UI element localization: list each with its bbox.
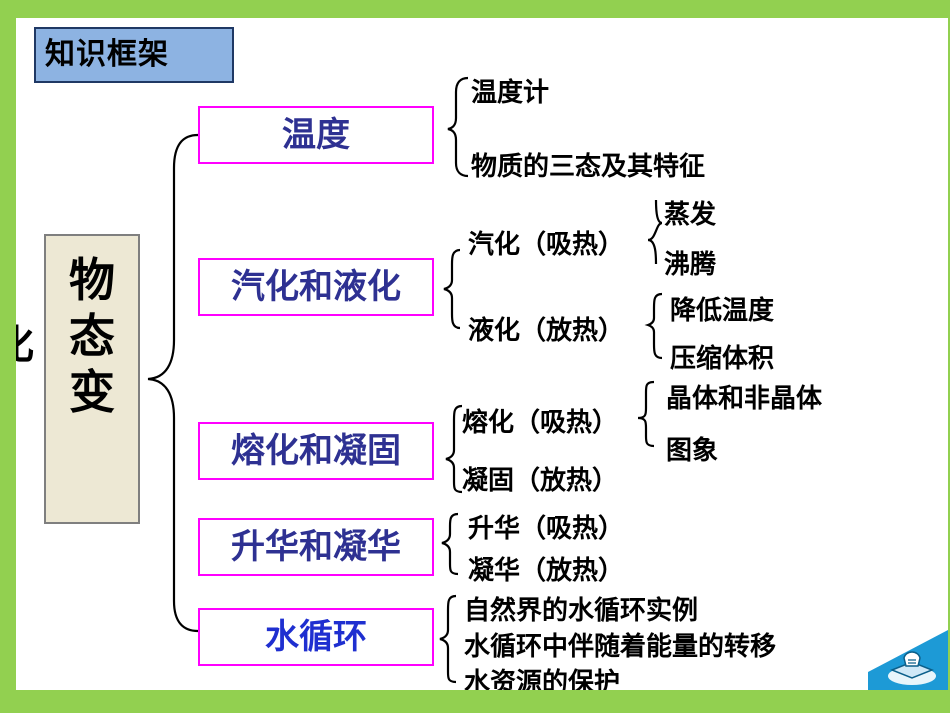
temp-item-three-states: 物质的三态及其特征 bbox=[471, 152, 706, 182]
topic-temperature: 温度 bbox=[198, 106, 434, 164]
water-brace bbox=[439, 594, 457, 684]
evap-close-2 bbox=[647, 238, 658, 265]
liq-brace bbox=[644, 292, 663, 360]
temp-item-thermometer: 温度计 bbox=[471, 78, 550, 108]
water-item-protection: 水资源的保护 bbox=[464, 668, 621, 690]
root-node: 物 态 变 bbox=[44, 234, 140, 524]
water-item-examples: 自然界的水循环实例 bbox=[464, 596, 699, 626]
root-brace bbox=[147, 133, 199, 633]
evap-close bbox=[647, 199, 663, 242]
liq-item-lower-temp: 降低温度 bbox=[670, 296, 775, 326]
topic-melting: 熔化和凝固 bbox=[198, 422, 434, 480]
cut-off-title-fragment: 化 bbox=[16, 312, 34, 370]
melt-item-crystal: 晶体和非晶体 bbox=[666, 384, 823, 414]
vapor-evaporation: 汽化（吸热） bbox=[468, 230, 625, 260]
temp-brace bbox=[447, 76, 469, 178]
slide: 知识框架 化 物 态 变 温度 汽化和液化 熔化和凝固 升华和凝华 水循环 温度… bbox=[16, 18, 948, 690]
melt-item-graph: 图象 bbox=[666, 436, 719, 466]
root-char-1: 物 bbox=[69, 253, 115, 307]
vapor-item-boiling: 沸腾 bbox=[664, 250, 717, 280]
melt-melting: 熔化（吸热） bbox=[462, 408, 619, 438]
sublim-item-sublimation: 升华（吸热） bbox=[468, 514, 625, 544]
root-char-3: 变 bbox=[69, 365, 115, 419]
section-tag: 知识框架 bbox=[34, 27, 234, 83]
root-char-2: 态 bbox=[69, 309, 115, 363]
vapor-brace bbox=[443, 248, 461, 330]
topic-sublimation: 升华和凝华 bbox=[198, 518, 434, 576]
water-item-energy: 水循环中伴随着能量的转移 bbox=[464, 632, 777, 662]
liq-item-compress: 压缩体积 bbox=[670, 344, 775, 374]
sublim-brace bbox=[441, 512, 459, 576]
vapor-liquefaction: 液化（放热） bbox=[468, 316, 625, 346]
melt-brace bbox=[445, 404, 463, 494]
topic-vaporization: 汽化和液化 bbox=[198, 258, 434, 316]
topic-water-cycle: 水循环 bbox=[198, 608, 434, 666]
bracket-lines bbox=[147, 76, 663, 684]
melt-solidification: 凝固（放热） bbox=[462, 466, 619, 496]
vapor-item-evaporate: 蒸发 bbox=[664, 200, 717, 230]
melt-close bbox=[637, 380, 655, 448]
sublim-item-deposition: 凝华（放热） bbox=[468, 556, 625, 586]
book-icon bbox=[888, 651, 936, 685]
